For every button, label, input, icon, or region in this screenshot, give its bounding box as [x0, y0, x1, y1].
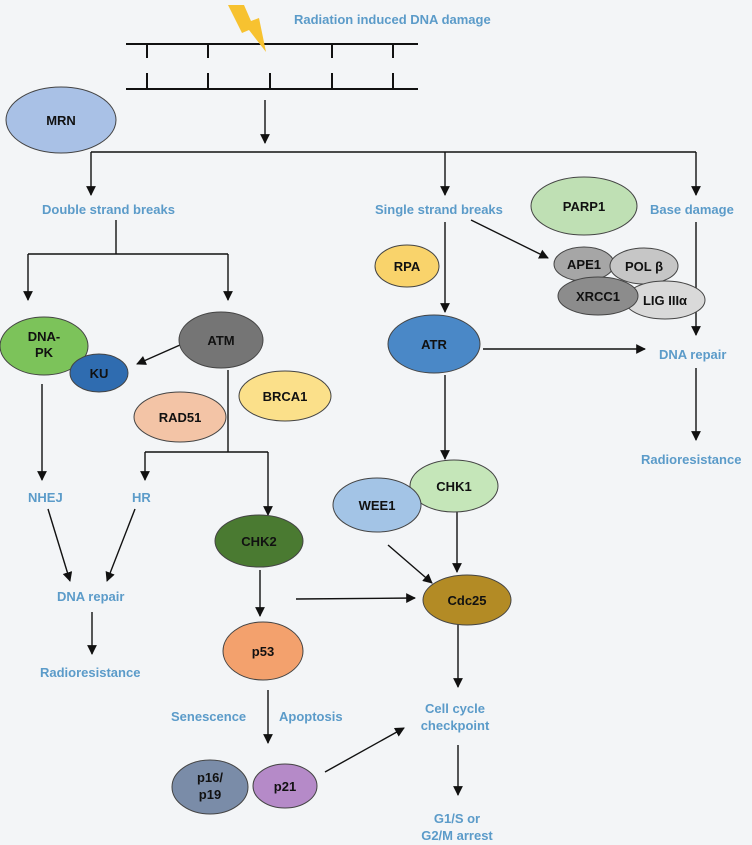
radioresistance-right-label: Radioresistance — [641, 452, 741, 467]
svg-text:p21: p21 — [274, 779, 296, 794]
lightning-bolt-icon — [228, 5, 266, 52]
edges — [23, 100, 701, 796]
g1s-arrest-label: G1/S or — [434, 811, 480, 826]
svg-text:POL β: POL β — [625, 259, 663, 274]
dna-repair-right-label: DNA repair — [659, 347, 726, 362]
node-atm: ATM — [178, 311, 264, 369]
dna-repair-left-label: DNA repair — [57, 589, 124, 604]
svg-text:LIG IIIα: LIG IIIα — [643, 293, 687, 308]
node-p21: p21 — [252, 763, 318, 809]
single-strand-breaks-label: Single strand breaks — [375, 202, 503, 217]
dna-double-strand — [126, 43, 418, 90]
apoptosis-label: Apoptosis — [279, 709, 343, 724]
checkpoint-label: checkpoint — [421, 718, 490, 733]
svg-text:CHK2: CHK2 — [241, 534, 276, 549]
cell-cycle-label: Cell cycle — [425, 701, 485, 716]
g2m-arrest-label: G2/M arrest — [421, 828, 493, 843]
radiation-label: Radiation induced DNA damage — [294, 12, 491, 27]
double-strand-breaks-label: Double strand breaks — [42, 202, 175, 217]
node-brca1: BRCA1 — [238, 370, 332, 422]
svg-text:p16/: p16/ — [197, 770, 223, 785]
node-wee1: WEE1 — [332, 477, 422, 533]
node-dnapk: DNA- PK — [0, 316, 89, 376]
node-ape1: APE1 — [553, 246, 615, 282]
node-parp1: PARP1 — [530, 176, 638, 236]
svg-text:WEE1: WEE1 — [359, 498, 396, 513]
hr-label: HR — [132, 490, 151, 505]
svg-text:PARP1: PARP1 — [563, 199, 605, 214]
svg-text:MRN: MRN — [46, 113, 76, 128]
svg-text:Cdc25: Cdc25 — [447, 593, 486, 608]
base-damage-label: Base damage — [650, 202, 734, 217]
svg-text:RPA: RPA — [394, 259, 421, 274]
node-atr: ATR — [387, 314, 481, 374]
node-mrn: MRN — [5, 86, 117, 154]
svg-text:ATR: ATR — [421, 337, 447, 352]
svg-text:CHK1: CHK1 — [436, 479, 471, 494]
svg-text:RAD51: RAD51 — [159, 410, 202, 425]
svg-text:APE1: APE1 — [567, 257, 601, 272]
svg-text:p53: p53 — [252, 644, 274, 659]
svg-text:ATM: ATM — [207, 333, 234, 348]
node-cdc25: Cdc25 — [422, 574, 512, 626]
svg-text:KU: KU — [90, 366, 109, 381]
node-lig3: LIG IIIα — [624, 280, 706, 320]
nhej-label: NHEJ — [28, 490, 63, 505]
node-chk2: CHK2 — [214, 514, 304, 568]
svg-text:p19: p19 — [199, 787, 221, 802]
svg-text:PK: PK — [35, 345, 54, 360]
node-p16-p19: p16/ p19 — [171, 759, 249, 815]
node-rad51: RAD51 — [133, 391, 227, 443]
node-ku: KU — [69, 353, 129, 393]
node-chk1: CHK1 — [409, 459, 499, 513]
radioresistance-left-label: Radioresistance — [40, 665, 140, 680]
node-p53: p53 — [222, 621, 304, 681]
node-xrcc1: XRCC1 — [557, 276, 639, 316]
senescence-label: Senescence — [171, 709, 246, 724]
node-polb: POL β — [609, 247, 679, 285]
svg-text:BRCA1: BRCA1 — [263, 389, 308, 404]
node-rpa: RPA — [374, 244, 440, 288]
svg-text:XRCC1: XRCC1 — [576, 289, 620, 304]
svg-text:DNA-: DNA- — [28, 329, 61, 344]
